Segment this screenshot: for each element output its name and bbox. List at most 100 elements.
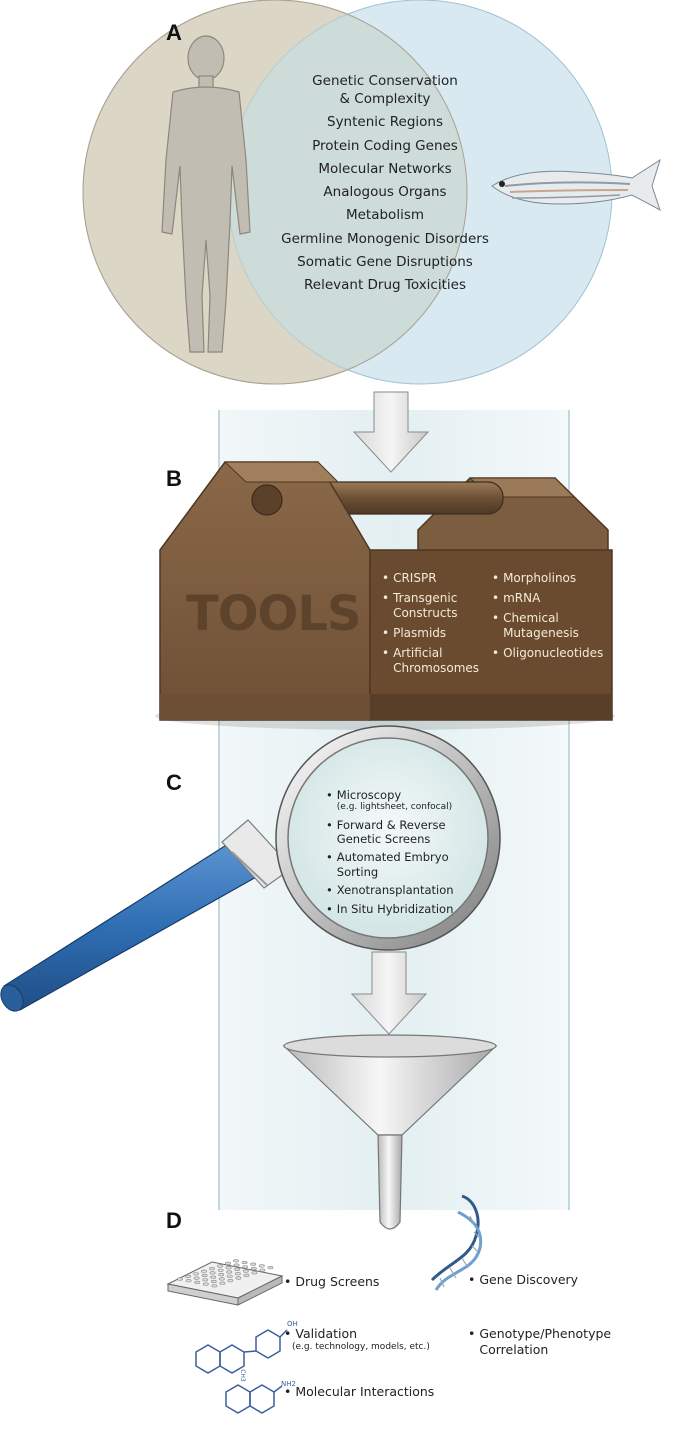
zebrafish xyxy=(491,158,661,212)
tools-item-transgenic: Transgenic Constructs xyxy=(393,591,458,620)
tools-item: •Plasmids xyxy=(382,626,447,640)
well xyxy=(202,1278,209,1282)
well xyxy=(218,1272,225,1277)
tools-item-crispr: CRISPR xyxy=(393,571,437,585)
well xyxy=(209,1266,215,1271)
venn-item-germline-disorders: Germline Monogenic Disorders xyxy=(281,230,489,247)
well xyxy=(258,1264,265,1268)
tools-item-chemical-mutagenesis: Chemical Mutagenesis xyxy=(503,611,579,640)
venn-item-drug-toxicities: Relevant Drug Toxicities xyxy=(304,276,466,293)
well xyxy=(225,1261,231,1265)
tools-item-mrna: mRNA xyxy=(503,591,541,605)
well xyxy=(217,1264,223,1268)
well xyxy=(217,1268,224,1272)
dna-helix-icon xyxy=(430,1194,483,1291)
well xyxy=(226,1270,233,1274)
well xyxy=(209,1271,216,1275)
well xyxy=(243,1273,250,1277)
well xyxy=(219,1281,226,1285)
method-item: •Automated Embryo Sorting xyxy=(326,850,449,879)
magnifier-methods-list: •Microscopy(e.g. lightsheet, confocal) •… xyxy=(326,788,516,920)
outcome-validation: • Validation(e.g. technology, models, et… xyxy=(284,1326,474,1354)
tools-item: •mRNA xyxy=(492,591,541,605)
tools-item-morpholinos: Morpholinos xyxy=(503,571,577,585)
well xyxy=(218,1277,225,1281)
outcome-drug-screens: • Drug Screens xyxy=(284,1274,380,1289)
well xyxy=(202,1282,209,1286)
venn-overlap xyxy=(227,14,468,370)
venn-item-molecular-networks: Molecular Networks xyxy=(318,160,452,177)
molecule-label-ch3: CH3 xyxy=(238,1369,246,1382)
well xyxy=(227,1278,234,1283)
molecule-icon xyxy=(195,1329,288,1414)
arrow-c-to-funnel xyxy=(350,951,428,1035)
molecule-label-oh: OH xyxy=(287,1320,298,1328)
tools-left-list: •CRISPR •Transgenic Constructs •Plasmids… xyxy=(382,571,492,681)
well xyxy=(201,1269,207,1273)
tools-item-oligonucleotides: Oligonucleotides xyxy=(503,646,604,660)
well xyxy=(193,1276,200,1280)
method-item: •Forward & Reverse Genetic Screens xyxy=(326,817,446,846)
venn-item-metabolism: Metabolism xyxy=(345,207,425,224)
well xyxy=(185,1274,191,1278)
well xyxy=(211,1284,218,1288)
well xyxy=(193,1272,199,1276)
tools-item-plasmids: Plasmids xyxy=(393,626,447,640)
well xyxy=(226,1274,233,1278)
venn-item-syntenic-regions: Syntenic Regions xyxy=(327,114,443,131)
well xyxy=(242,1269,249,1273)
magnifier-lens xyxy=(275,725,501,951)
well xyxy=(267,1265,274,1270)
venn-item-analogous-organs: Analogous Organs xyxy=(323,184,447,201)
venn-item-genetic-conservation: Genetic Conservation & Complexity xyxy=(312,73,458,108)
venn-shared-features-list: Genetic Conservation & Complexity Synten… xyxy=(240,72,530,299)
panel-label-a: A xyxy=(166,20,182,45)
well xyxy=(251,1271,258,1275)
tools-item: •Chemical Mutagenesis xyxy=(492,611,579,640)
tools-item: •CRISPR xyxy=(382,571,437,585)
tools-item: •Oligonucleotides xyxy=(492,646,604,660)
arrow-a-to-b xyxy=(352,391,430,473)
well xyxy=(194,1280,201,1284)
well xyxy=(210,1275,217,1279)
magnifier-handle xyxy=(0,819,293,1012)
venn-item-somatic-disruptions: Somatic Gene Disruptions xyxy=(297,253,473,270)
tools-label: TOOLS xyxy=(186,586,362,642)
well xyxy=(177,1277,183,1281)
molecule-label-nh2: NH2 xyxy=(281,1380,296,1388)
outcome-genotype-phenotype: •Genotype/Phenotype Correlation xyxy=(468,1326,612,1358)
well xyxy=(234,1267,241,1271)
method-embryo-sorting: Automated Embryo Sorting xyxy=(336,850,449,879)
method-item: •Xenotransplantation xyxy=(326,883,454,898)
well xyxy=(234,1272,241,1276)
panel-label-d: D xyxy=(166,1208,182,1233)
well-plate-icon xyxy=(166,1259,284,1306)
method-item: •In Situ Hybridization xyxy=(326,901,454,916)
tools-item: •Morpholinos xyxy=(492,571,577,585)
well xyxy=(259,1268,266,1272)
well xyxy=(201,1273,208,1278)
method-microscopy-sub: (e.g. lightsheet, confocal) xyxy=(336,802,453,813)
well xyxy=(233,1259,239,1263)
outcome-gene-discovery: • Gene Discovery xyxy=(468,1272,579,1287)
method-item: •Microscopy(e.g. lightsheet, confocal) xyxy=(326,788,453,813)
well xyxy=(242,1265,249,1269)
well xyxy=(250,1262,257,1266)
method-microscopy: Microscopy xyxy=(336,788,402,802)
method-xenotransplantation: Xenotransplantation xyxy=(336,883,454,898)
tools-item: •Artificial Chromosomes xyxy=(382,646,480,675)
human-figure xyxy=(161,35,251,353)
well xyxy=(235,1276,242,1280)
well xyxy=(185,1279,192,1283)
well xyxy=(241,1260,248,1265)
method-in-situ: In Situ Hybridization xyxy=(336,901,454,916)
outcome-molecular-interactions: • Molecular Interactions xyxy=(284,1384,435,1399)
panel-label-c: C xyxy=(166,770,182,795)
venn-item-protein-coding-genes: Protein Coding Genes xyxy=(312,137,458,154)
outcome-validation-sub: (e.g. technology, models, etc.) xyxy=(292,1342,430,1353)
well xyxy=(250,1266,257,1271)
tools-item: •Transgenic Constructs xyxy=(382,591,458,620)
method-genetic-screens: Forward & Reverse Genetic Screens xyxy=(336,817,446,846)
toolbox xyxy=(155,461,615,730)
